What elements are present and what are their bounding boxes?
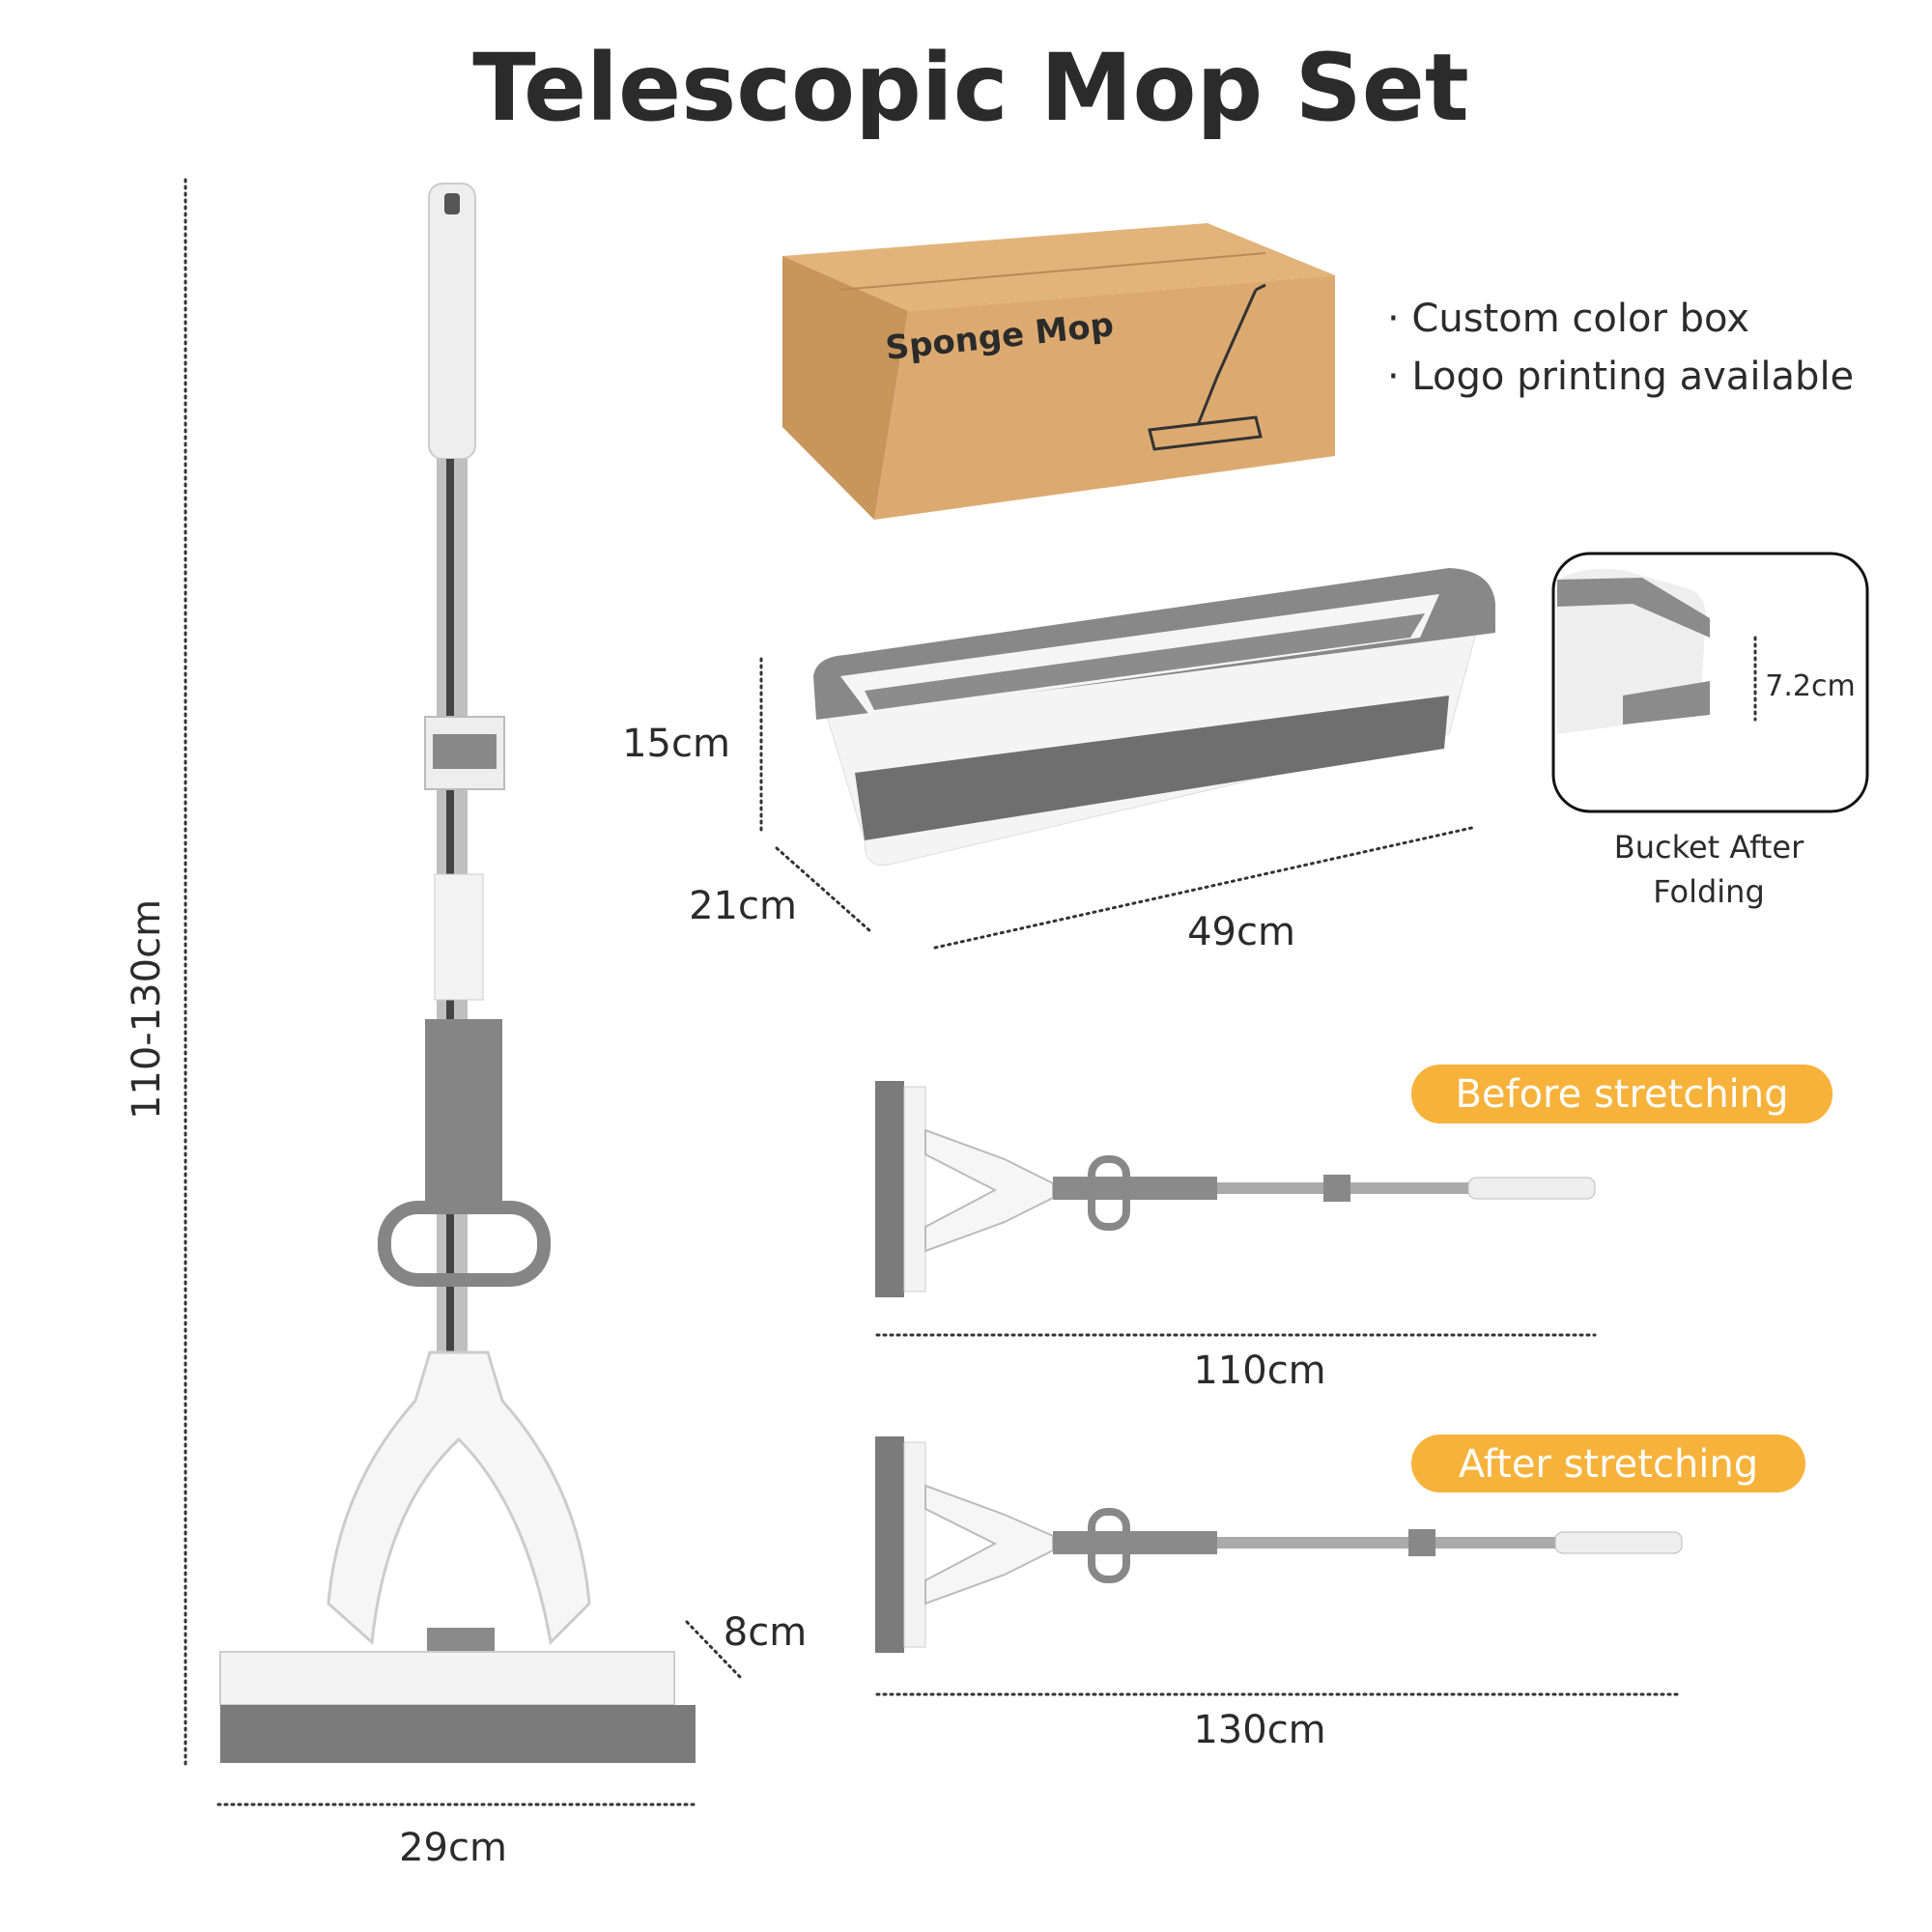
bucket-depth-label: 21cm: [689, 884, 797, 928]
mop-before-image: [875, 1081, 1596, 1297]
after-badge: [1411, 1435, 1805, 1492]
after-length-label: 130cm: [1193, 1708, 1325, 1752]
folded-height-label: 7.2cm: [1765, 669, 1855, 703]
bucket-length-label: 49cm: [1187, 910, 1295, 954]
mop-after-image: [875, 1436, 1683, 1653]
box-feature-2: · Logo printing available: [1387, 355, 1854, 399]
mop-depth-label: 8cm: [724, 1610, 807, 1655]
bucket-image: [813, 568, 1495, 867]
bucket-height-label: 15cm: [622, 722, 730, 766]
mop-height-label: 110-130cm: [125, 899, 169, 1120]
before-length-label: 110cm: [1193, 1349, 1325, 1393]
mop-width-label: 29cm: [399, 1826, 507, 1870]
folded-caption-line1: Bucket After: [1614, 829, 1804, 866]
box-feature-1: · Custom color box: [1387, 297, 1749, 341]
after-badge-text: After stretching: [1459, 1442, 1758, 1487]
before-badge-text: Before stretching: [1455, 1072, 1788, 1117]
mop-vertical-image: [184, 178, 696, 1767]
packaging-box-image: [782, 223, 1335, 520]
before-badge: [1411, 1065, 1833, 1123]
page-title: Telescopic Mop Set: [472, 34, 1469, 142]
folded-bucket-inset: [1551, 552, 1869, 813]
folded-caption-line2: Folding: [1653, 873, 1765, 910]
